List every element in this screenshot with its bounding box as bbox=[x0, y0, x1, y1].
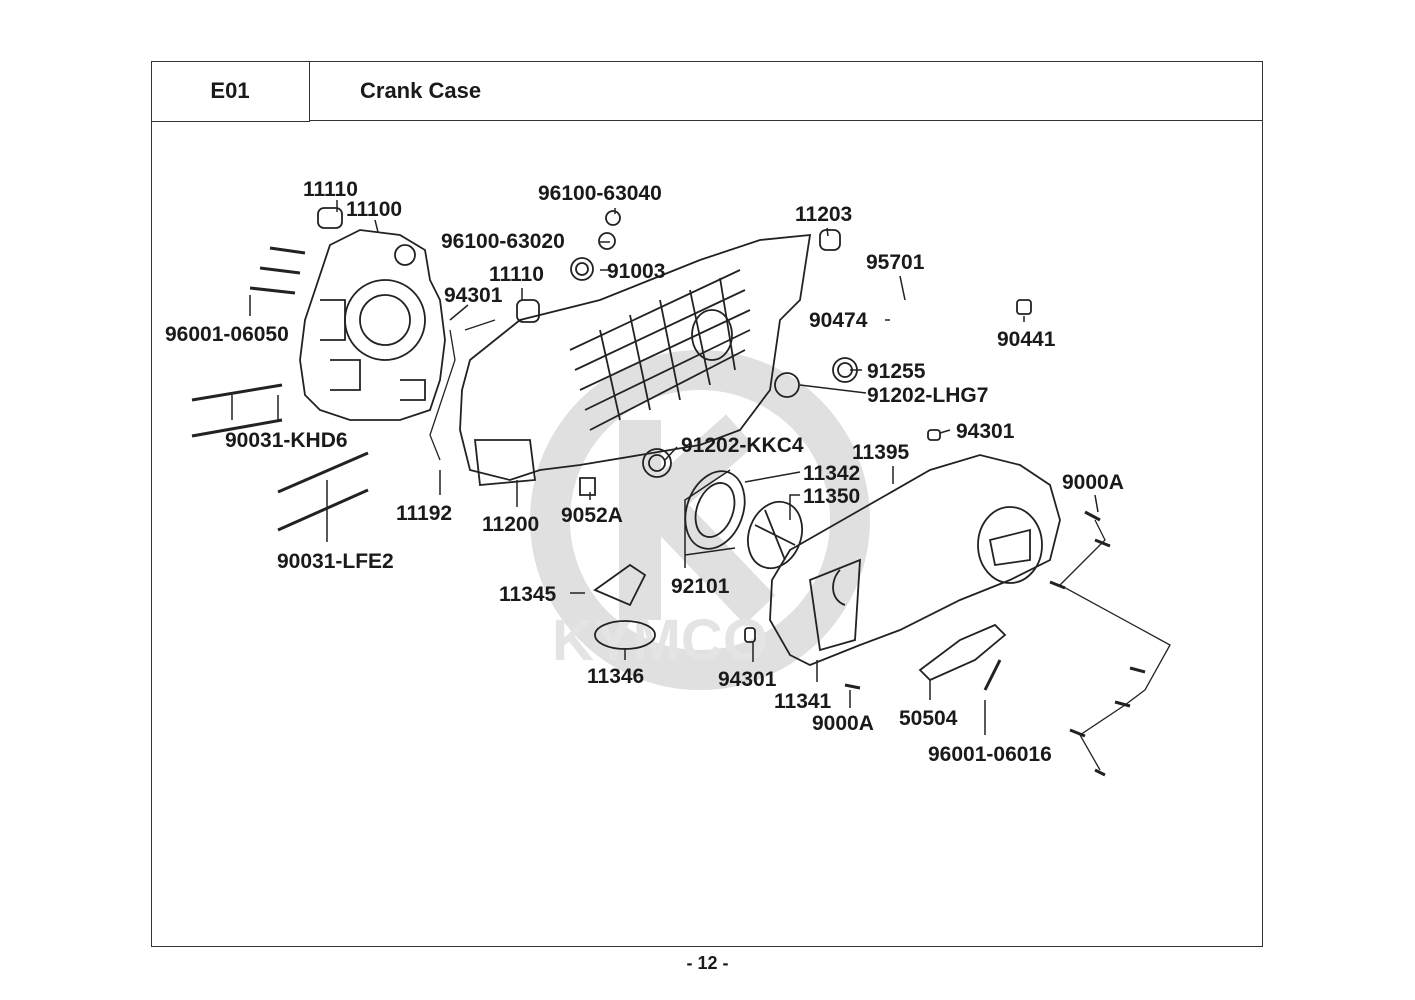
callout-label: 11192 bbox=[396, 502, 452, 525]
callout-label: 11346 bbox=[587, 665, 644, 688]
callout-label: 90441 bbox=[997, 328, 1056, 351]
seals-and-bushings bbox=[317, 207, 1032, 643]
callout-label: 94301 bbox=[718, 668, 777, 691]
leader-lines bbox=[231, 200, 1099, 735]
header-divider bbox=[310, 120, 1263, 121]
callout-label: 11341 bbox=[774, 690, 832, 713]
callout-label: 96100-63020 bbox=[441, 230, 565, 253]
callout-label: 50504 bbox=[899, 707, 958, 730]
callout-label: 95701 bbox=[866, 251, 925, 274]
callout-label: 91202-LHG7 bbox=[867, 384, 988, 407]
callout-label: 11110 bbox=[489, 263, 544, 286]
bolt-link-lines bbox=[429, 319, 1171, 771]
watermark-text: KYMCO bbox=[552, 608, 768, 673]
section-title: Crank Case bbox=[360, 78, 482, 103]
callout-label: 96001-06016 bbox=[928, 743, 1052, 766]
callout-label: 9000A bbox=[1062, 471, 1124, 494]
callout-label: 91202-KKC4 bbox=[681, 434, 804, 457]
callout-label: 90031-KHD6 bbox=[225, 429, 348, 452]
callout-label: 96001-06050 bbox=[165, 323, 289, 346]
fan-cover-11350 bbox=[747, 500, 803, 570]
callout-label: 11200 bbox=[482, 513, 539, 536]
callout-label: 91255 bbox=[867, 360, 926, 383]
bolts-and-studs bbox=[191, 246, 1146, 777]
callout-label: 11342 bbox=[803, 462, 860, 485]
page-number: - 12 - bbox=[686, 953, 729, 973]
callout-label: 91003 bbox=[607, 260, 665, 283]
left-crankcase-half bbox=[299, 229, 446, 421]
callout-label: 11395 bbox=[852, 441, 910, 464]
callout-label: 11110 bbox=[303, 178, 358, 201]
callout-label: 11100 bbox=[346, 198, 402, 221]
callout-label: 94301 bbox=[444, 284, 503, 307]
kymco-watermark: KYMCO bbox=[530, 350, 870, 690]
transmission-cover bbox=[769, 454, 1061, 666]
callout-label: 96100-63040 bbox=[538, 182, 662, 205]
callout-label: 11203 bbox=[795, 203, 852, 226]
air-duct-11345 bbox=[593, 563, 647, 607]
diagram-frame bbox=[151, 61, 1263, 947]
callout-label: 90474 bbox=[809, 309, 868, 332]
callout-label: 9052A bbox=[561, 504, 623, 527]
right-crankcase-half bbox=[459, 233, 812, 486]
callout-label: 90031-LFE2 bbox=[277, 550, 394, 573]
callout-label: 11345 bbox=[499, 583, 557, 606]
callout-label: 92101 bbox=[671, 575, 730, 598]
callout-label: 94301 bbox=[956, 420, 1015, 443]
cover-plate-11342 bbox=[684, 470, 746, 550]
callout-labels: 11110 11100 96100-63040 96100-63020 9100… bbox=[165, 178, 1124, 766]
callout-label: 11350 bbox=[803, 485, 860, 508]
callout-label: 9000A bbox=[812, 712, 874, 735]
section-code: E01 bbox=[151, 61, 310, 122]
shield-50504 bbox=[918, 623, 1007, 682]
